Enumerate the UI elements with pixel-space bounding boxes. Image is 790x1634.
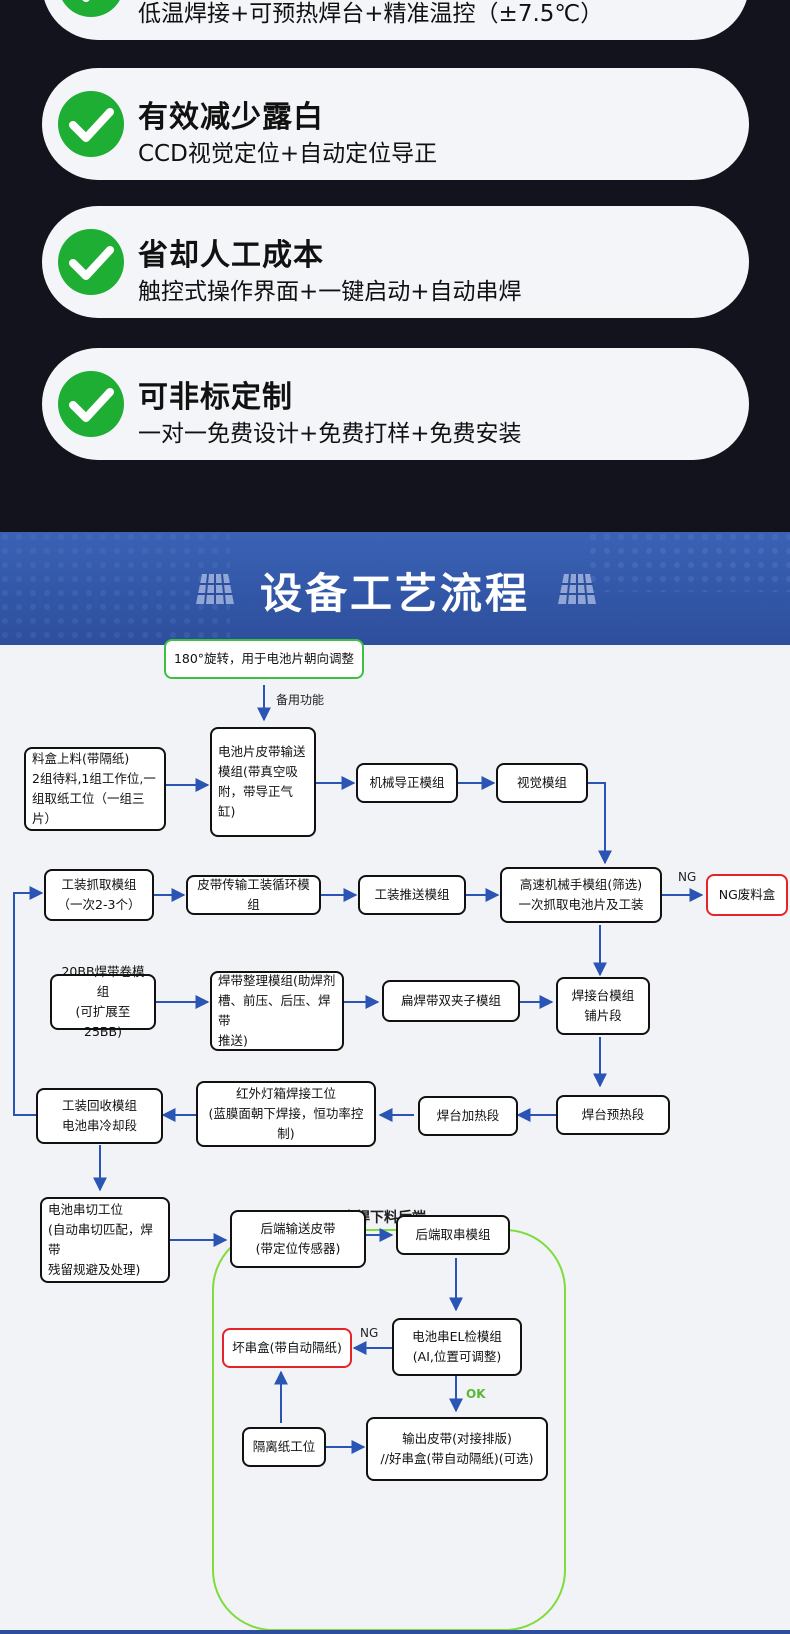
box-label: 20BB焊带卷模组	[61, 964, 145, 999]
box-label: 残留规避及处理)	[48, 1262, 141, 1277]
box-label: 高速机械手模组(筛选)	[519, 877, 643, 892]
box-label: 电池串冷却段	[61, 1118, 137, 1133]
feature-card-4: 可非标定制 一对一免费设计+免费打样+免费安装	[42, 348, 749, 460]
feature-title: 省却人工成本	[138, 238, 324, 273]
box-label: 焊带整理模组(助焊剂	[218, 973, 336, 988]
box-label: 一次抓取电池片及工装	[518, 897, 644, 912]
ng-label: NG	[678, 870, 697, 884]
infrared-welding-station: 红外灯箱焊接工位 (蓝膜面朝下焊接，恒功率控制)	[196, 1081, 376, 1147]
bad-string-box: 坏串盒(带自动隔纸)	[222, 1328, 352, 1368]
box-label: 组取纸工位（一组三片）	[32, 791, 145, 826]
box-label: 电池串切工位	[48, 1202, 124, 1217]
solar-panel-icon	[196, 574, 234, 604]
check-circle-icon	[58, 91, 124, 157]
fixture-cycle-module: 皮带传输工装循环模组	[186, 875, 321, 915]
box-label: 焊台预热段	[581, 1107, 645, 1122]
box-label: 扁焊带双夹子模组	[400, 993, 501, 1008]
flow-connectors	[13, 685, 704, 1631]
feature-title: 可非标定制	[138, 380, 293, 415]
process-flowchart: 180°旋转，用于电池片朝向调整 备用功能 料盒上料(带隔纸) 2组待料,1组工…	[0, 639, 790, 1634]
ribbon-sort-module: 焊带整理模组(助焊剂 槽、前压、后压、焊带 推送)	[210, 971, 344, 1051]
feature-desc: 低温焊接+可预热焊台+精准温控（±7.5℃）	[138, 1, 604, 27]
feature-title: 有效减少露白	[138, 100, 324, 135]
feature-card-1: 低温焊接+可预热焊台+精准温控（±7.5℃）	[42, 0, 749, 40]
features-section: 低温焊接+可预热焊台+精准温控（±7.5℃） 有效减少露白 CCD视觉定位+自动…	[0, 0, 790, 532]
fixture-push-module: 工装推送模组	[358, 875, 466, 915]
box-label: 推送)	[218, 1033, 248, 1048]
box-label: 电池片皮带输送	[218, 744, 306, 759]
box-label: 工装推送模组	[374, 887, 450, 902]
box-label: (蓝膜面朝下焊接，恒功率控制)	[208, 1106, 364, 1141]
box-label: 后端取串模组	[415, 1227, 491, 1242]
box-label: (可扩展至25BB)	[75, 1004, 131, 1039]
string-cut-station: 电池串切工位 (自动串切匹配，焊带 残留规避及处理)	[40, 1197, 170, 1283]
box-label: 工装回收模组	[61, 1098, 137, 1113]
ribbon-clamp-module: 扁焊带双夹子模组	[382, 980, 520, 1022]
box-label: 输出皮带(对接排版)	[402, 1431, 512, 1446]
platform-heating-section: 焊台加热段	[418, 1096, 518, 1136]
fixture-pick-module: 工装抓取模组 （一次2-3个）	[44, 869, 154, 921]
box-label: 坏串盒(带自动隔纸)	[232, 1340, 342, 1355]
vision-module: 视觉模组	[496, 763, 588, 803]
check-circle-icon	[58, 371, 124, 437]
box-label: 电池串EL检模组	[412, 1329, 502, 1344]
robot-arm-module: 高速机械手模组(筛选) 一次抓取电池片及工装	[500, 867, 662, 923]
section-banner: 设备工艺流程	[0, 532, 790, 645]
check-circle-icon	[62, 0, 120, 17]
feature-desc: 触控式操作界面+一键启动+自动串焊	[138, 279, 522, 305]
feature-card-3: 省却人工成本 触控式操作界面+一键启动+自动串焊	[42, 206, 749, 318]
feature-desc: CCD视觉定位+自动定位导正	[138, 141, 438, 167]
ng-label: NG	[360, 1326, 379, 1340]
box-label: 皮带传输工装循环模组	[197, 877, 310, 912]
box-label: 视觉模组	[516, 775, 567, 790]
box-label: 附，带导正气缸)	[218, 784, 294, 819]
box-label: 隔离纸工位	[252, 1439, 316, 1454]
mechanical-align-module: 机械导正模组	[356, 763, 458, 803]
box-label: (AI,位置可调整)	[412, 1349, 502, 1364]
box-label: 槽、前压、后压、焊带	[218, 993, 331, 1028]
box-label: （一次2-3个）	[57, 897, 141, 912]
rotate-module: 180°旋转，用于电池片朝向调整	[164, 639, 364, 679]
feature-card-2: 有效减少露白 CCD视觉定位+自动定位导正	[42, 68, 749, 180]
backend-take-module: 后端取串模组	[396, 1215, 510, 1255]
platform-preheat-section: 焊台预热段	[556, 1095, 670, 1135]
box-label: 料盒上料(带隔纸)	[32, 751, 130, 766]
spare-function-label: 备用功能	[276, 693, 325, 707]
section-title: 设备工艺流程	[259, 569, 530, 618]
box-label: 机械导正模组	[369, 775, 445, 790]
box-label: NG废料盒	[718, 887, 776, 902]
check-circle-icon	[58, 229, 124, 295]
box-label: (带定位传感器)	[255, 1241, 341, 1256]
box-label: 红外灯箱焊接工位	[235, 1086, 336, 1101]
welding-platform-module: 焊接台模组 铺片段	[556, 977, 650, 1035]
decorative-dots	[0, 532, 790, 645]
backend-belt-module: 后端输送皮带 (带定位传感器)	[230, 1210, 366, 1268]
box-label: 铺片段	[584, 1008, 622, 1023]
output-belt-module: 输出皮带(对接排版) //好串盒(带自动隔纸)(可选)	[366, 1417, 548, 1481]
box-label: 180°旋转，用于电池片朝向调整	[173, 651, 355, 666]
box-label: //好串盒(带自动隔纸)(可选)	[380, 1451, 534, 1466]
separator-paper-station: 隔离纸工位	[242, 1427, 326, 1467]
fixture-recycle-module: 工装回收模组 电池串冷却段	[36, 1088, 163, 1144]
box-label: 工装抓取模组	[61, 877, 137, 892]
ng-waste-box: NG废料盒	[706, 874, 788, 916]
cell-belt-module: 电池片皮带输送 模组(带真空吸 附，带导正气缸)	[210, 727, 316, 837]
box-label: 焊接台模组	[571, 988, 635, 1003]
el-inspection-module: 电池串EL检模组 (AI,位置可调整)	[392, 1318, 522, 1376]
box-label: 后端输送皮带	[260, 1221, 336, 1236]
box-label: 焊台加热段	[436, 1108, 500, 1123]
bottom-divider	[0, 1630, 790, 1634]
solar-panel-icon	[558, 574, 596, 604]
ribbon-roll-module: 20BB焊带卷模组 (可扩展至25BB)	[50, 964, 156, 1039]
box-label: 模组(带真空吸	[218, 764, 298, 779]
box-label: 2组待料,1组工作位,一	[32, 771, 156, 786]
ok-label: OK	[466, 1387, 486, 1401]
feature-desc: 一对一免费设计+免费打样+免费安装	[138, 421, 522, 447]
magazine-loading-module: 料盒上料(带隔纸) 2组待料,1组工作位,一 组取纸工位（一组三片）	[24, 747, 166, 831]
box-label: (自动串切匹配，焊带	[48, 1222, 153, 1257]
